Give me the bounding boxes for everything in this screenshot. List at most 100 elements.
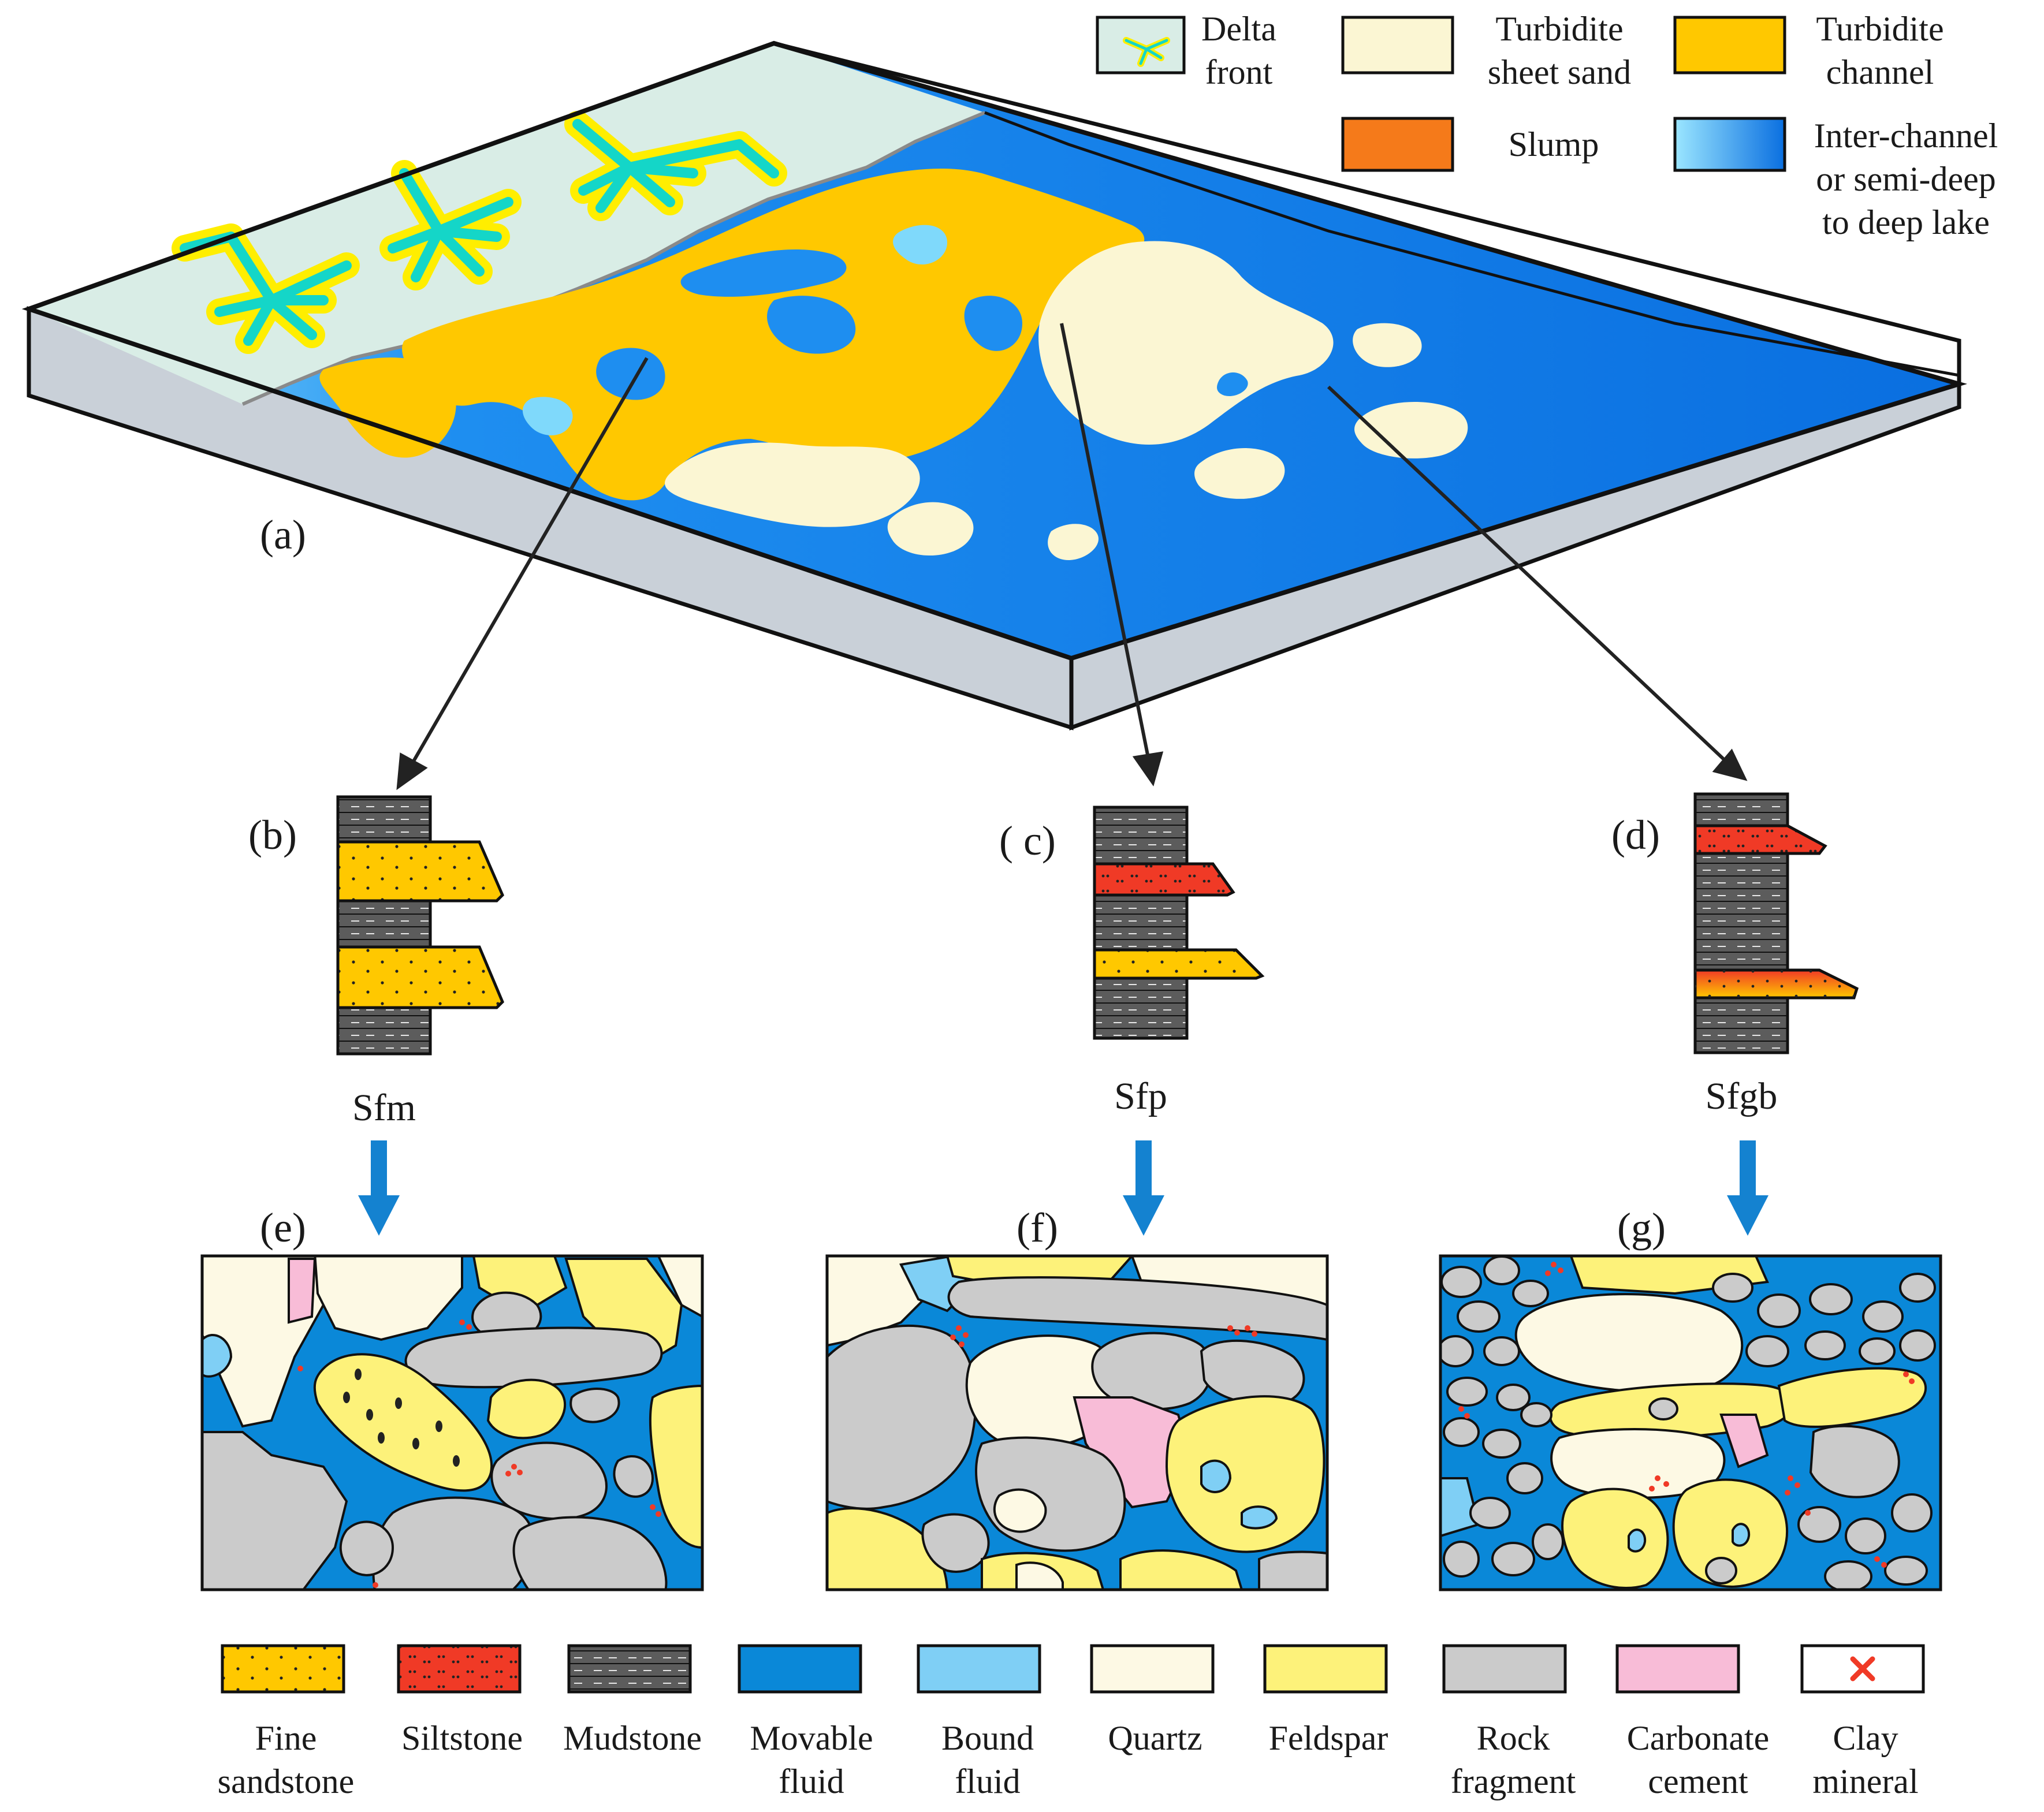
top-legend: Delta front Turbidite sheet sand Turbidi… bbox=[1096, 10, 1998, 241]
quartz-grain bbox=[1015, 1561, 1064, 1590]
fine-sandstone-bed bbox=[336, 945, 504, 1009]
block-back-wedge bbox=[773, 41, 1961, 384]
legend-label: sheet sand bbox=[1488, 53, 1631, 91]
block-back-wedge bbox=[984, 111, 1960, 377]
feldspar-grain bbox=[486, 1378, 566, 1440]
rock-fragment bbox=[1091, 1332, 1213, 1411]
rock-fragment-cluster bbox=[1440, 1256, 1936, 1590]
thin-section-e-frame bbox=[200, 1254, 704, 1591]
legend-label: Rock bbox=[1477, 1719, 1550, 1757]
section-sfm bbox=[336, 795, 504, 1056]
bound-fluid bbox=[202, 1333, 233, 1378]
legend-quartz: Quartz bbox=[1090, 1644, 1215, 1757]
sheet-sand-lobe bbox=[665, 442, 920, 527]
rock-fragment bbox=[613, 1455, 654, 1498]
legend-label: Inter-channel bbox=[1814, 117, 1998, 155]
legend-feldspar: Feldspar bbox=[1263, 1644, 1388, 1757]
bottom-legend: Fine sandstone Siltstone Mudstone Movabl… bbox=[218, 1644, 1925, 1800]
feldspar-grain bbox=[1672, 1478, 1788, 1588]
legend-label: cement bbox=[1648, 1762, 1748, 1800]
flow-arrows bbox=[358, 1140, 1769, 1236]
section-name-sfp: Sfp bbox=[1114, 1075, 1167, 1117]
fine-sandstone-bed bbox=[1093, 948, 1265, 980]
rock-fragment bbox=[490, 1441, 608, 1520]
thin-section-g-frame bbox=[1439, 1254, 1942, 1591]
clay-cross-icon bbox=[1850, 1656, 1875, 1681]
feldspar-grain bbox=[313, 1353, 493, 1492]
legend-label: Movable bbox=[750, 1719, 873, 1757]
quartz-grain bbox=[657, 1256, 702, 1318]
inter-channel-strip bbox=[680, 249, 847, 297]
bound-fluid bbox=[1732, 1523, 1751, 1547]
sheet-sand-lobe bbox=[1038, 241, 1334, 445]
legend-label: or semi-deep bbox=[1816, 160, 1996, 198]
legend-turbidite-channel: Turbidite channel bbox=[1673, 10, 1944, 91]
legend-slump: Slump bbox=[1341, 117, 1599, 172]
feldspar-grain bbox=[1165, 1395, 1326, 1553]
bound-fluid bbox=[1628, 1528, 1647, 1553]
legend-label: Clay bbox=[1833, 1719, 1898, 1757]
legend-label: Carbonate bbox=[1627, 1719, 1770, 1757]
panel-label-g: (g) bbox=[1617, 1205, 1666, 1251]
legend-label: to deep lake bbox=[1822, 203, 1990, 241]
legend-label: Turbidite bbox=[1495, 10, 1623, 48]
legend-label: Bound bbox=[941, 1719, 1034, 1757]
rock-fragment bbox=[569, 1388, 620, 1423]
legend-label: Siltstone bbox=[401, 1719, 523, 1757]
turbidite-channel-west bbox=[319, 357, 456, 458]
siltstone-bed bbox=[1093, 862, 1235, 897]
legend-label: Mudstone bbox=[563, 1719, 702, 1757]
inter-channel-island bbox=[767, 296, 856, 354]
legend-fine-sandstone: Fine sandstone bbox=[218, 1644, 355, 1800]
legend-delta-front: Delta front bbox=[1096, 10, 1276, 91]
section-sfp bbox=[1093, 806, 1265, 1040]
panel-label-f: (f) bbox=[1017, 1205, 1058, 1251]
legend-label: Quartz bbox=[1108, 1719, 1202, 1757]
delta-lobes bbox=[172, 111, 787, 354]
panel-label-e: (e) bbox=[260, 1205, 306, 1251]
rock-fragment bbox=[1258, 1550, 1327, 1590]
section-name-sfm: Sfm bbox=[352, 1087, 416, 1129]
rock-fragment bbox=[202, 1431, 348, 1590]
carbonate-cement bbox=[1719, 1414, 1769, 1468]
legend-carbonate-cement: Carbonate cement bbox=[1615, 1644, 1770, 1800]
carbonate-cement bbox=[288, 1258, 317, 1324]
shoreline bbox=[241, 111, 986, 406]
legend-inter-channel: Inter-channel or semi-deep to deep lake bbox=[1673, 117, 1998, 241]
panel-label-a: (a) bbox=[260, 512, 306, 558]
inter-channel-island bbox=[964, 296, 1022, 351]
legend-label: sandstone bbox=[218, 1762, 355, 1800]
quartz-grain bbox=[314, 1256, 463, 1341]
sheet-sand-lobe bbox=[1048, 524, 1099, 560]
legend-label: Fine bbox=[255, 1719, 317, 1757]
siltstone-bed bbox=[1693, 824, 1827, 855]
legend-label: mineral bbox=[1812, 1762, 1918, 1800]
fine-sandstone-bed bbox=[336, 840, 504, 903]
block-back-wedge bbox=[28, 307, 1072, 660]
legend-label: Delta bbox=[1201, 10, 1276, 48]
bound-fluid bbox=[1200, 1459, 1232, 1493]
legend-label: channel bbox=[1826, 53, 1934, 91]
panel-label-b: (b) bbox=[248, 812, 297, 858]
panel-label-d: (d) bbox=[1611, 812, 1660, 858]
legend-rock-fragment: Rock fragment bbox=[1442, 1644, 1576, 1800]
rock-fragment bbox=[512, 1516, 668, 1590]
turbidite-channel-main bbox=[402, 168, 1145, 501]
legend-label: Slump bbox=[1509, 125, 1599, 163]
rock-fragment bbox=[1809, 1425, 1900, 1498]
rock-fragment bbox=[404, 1326, 663, 1389]
legend-sheet-sand: Turbidite sheet sand bbox=[1341, 10, 1631, 91]
legend-siltstone: Siltstone bbox=[397, 1644, 523, 1757]
sheet-sand-lobe bbox=[887, 502, 974, 556]
sheet-sand-lobe bbox=[1194, 448, 1285, 499]
feldspar-grain bbox=[1777, 1367, 1927, 1428]
panel-label-c: ( c) bbox=[999, 818, 1056, 864]
thin-section-e bbox=[202, 1256, 702, 1590]
quartz-grain bbox=[993, 1488, 1047, 1533]
inter-channel-island bbox=[893, 225, 947, 265]
legend-bound-fluid: Bound fluid bbox=[917, 1644, 1041, 1800]
thin-section-f bbox=[827, 1256, 1327, 1590]
pointer-arrows bbox=[396, 323, 1748, 791]
sheet-sand-lobe bbox=[1353, 323, 1422, 367]
